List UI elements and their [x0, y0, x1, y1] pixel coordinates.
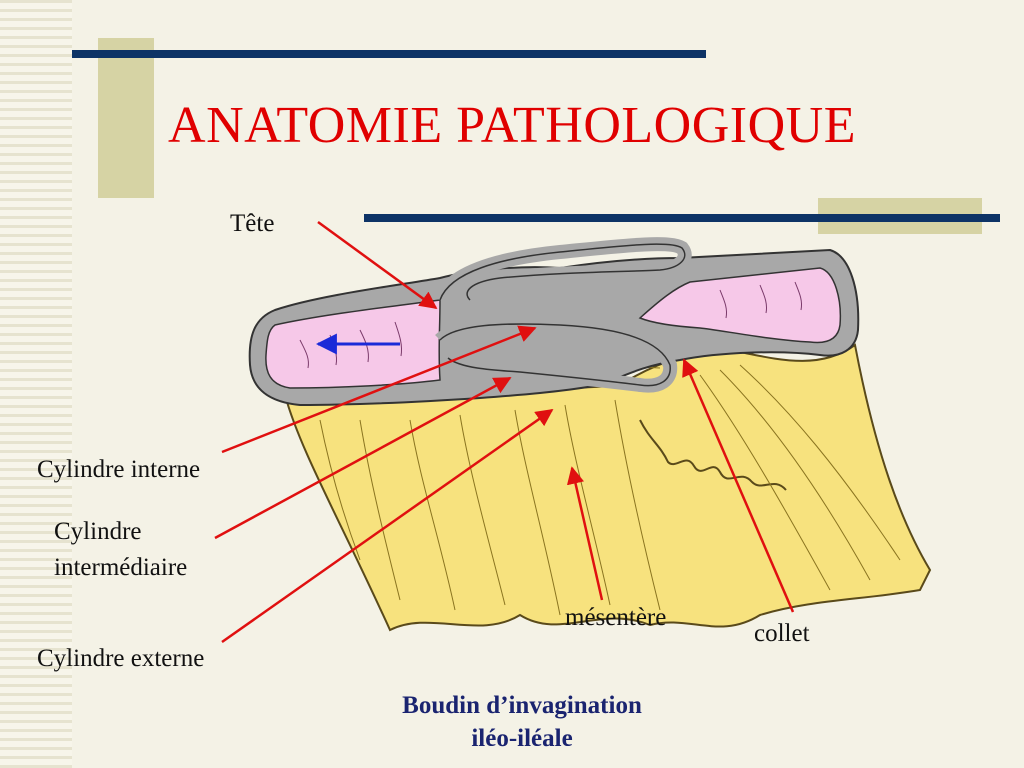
pointer-cylindre-intermediaire — [214, 376, 512, 540]
navy-rule-right — [364, 214, 1000, 222]
page-title: ANATOMIE PATHOLOGIQUE — [168, 97, 856, 154]
invaginated-lower-fold-outline — [439, 323, 671, 387]
pointer-tete — [317, 220, 438, 310]
mesentery-texture — [319, 349, 901, 616]
caption-line-1: Boudin d’invagination — [402, 692, 642, 719]
label-cylindre-intermediaire: Cylindre intermédiaire — [54, 514, 187, 587]
pointer-cylindre-interne — [221, 325, 537, 454]
label-tete: Tête — [230, 210, 275, 237]
pointer-collet — [682, 358, 795, 613]
label-cylindre-externe: Cylindre externe — [37, 645, 205, 672]
pointer-cylindre-externe — [221, 408, 554, 644]
left-stripe-decoration — [0, 0, 72, 768]
pointer-mesentere — [566, 466, 604, 601]
label-mesentere: mésentère — [565, 604, 667, 631]
label-cylindre-intermediaire-line1: Cylindre — [54, 518, 142, 545]
invaginated-upper-fold-outline — [439, 243, 686, 301]
navy-rule-top — [72, 50, 706, 58]
figure-caption: Boudin d’invagination iléo-iléale — [300, 690, 744, 755]
caption-line-2: iléo-iléale — [471, 724, 573, 752]
label-collet: collet — [754, 620, 810, 647]
label-cylindre-interne: Cylindre interne — [37, 456, 201, 483]
olive-accent-block-top — [98, 38, 154, 198]
intestine-lumen-right — [638, 267, 842, 344]
label-cylindre-intermediaire-line2: intermédiaire — [54, 554, 188, 582]
mesentery-inner-edge — [639, 419, 787, 491]
